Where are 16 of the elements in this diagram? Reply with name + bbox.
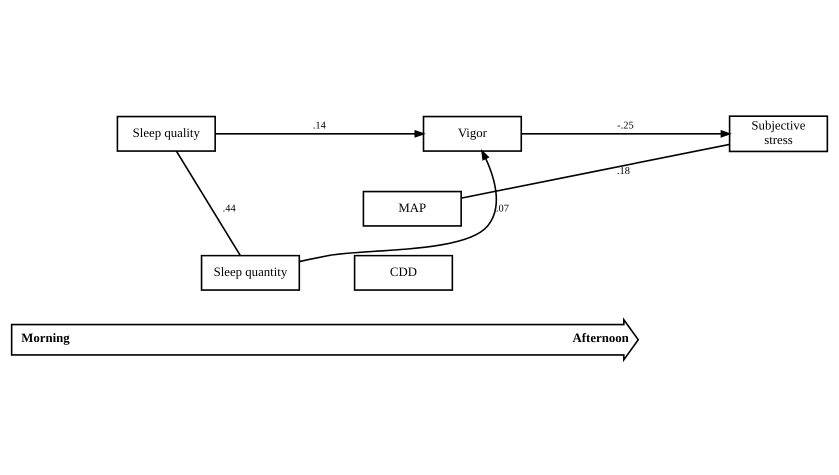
- arrow: [215, 129, 426, 138]
- node-box: Subjective stress: [728, 114, 828, 152]
- node-box: Sleep quantity: [200, 254, 300, 290]
- edge-label: -.25: [617, 120, 634, 132]
- node-box: Sleep quality: [116, 115, 216, 152]
- arrow: [522, 129, 732, 138]
- edge-label: .44: [222, 202, 236, 214]
- node-box: MAP: [362, 190, 462, 226]
- node-box: Vigor: [422, 115, 522, 152]
- arrow: [299, 148, 498, 262]
- connector: [461, 143, 730, 198]
- edge-label: .14: [312, 120, 326, 132]
- edge-label: .18: [616, 166, 630, 177]
- node-box: CDD: [354, 254, 454, 290]
- edge-label: .07: [496, 202, 509, 214]
- connector: [176, 150, 241, 256]
